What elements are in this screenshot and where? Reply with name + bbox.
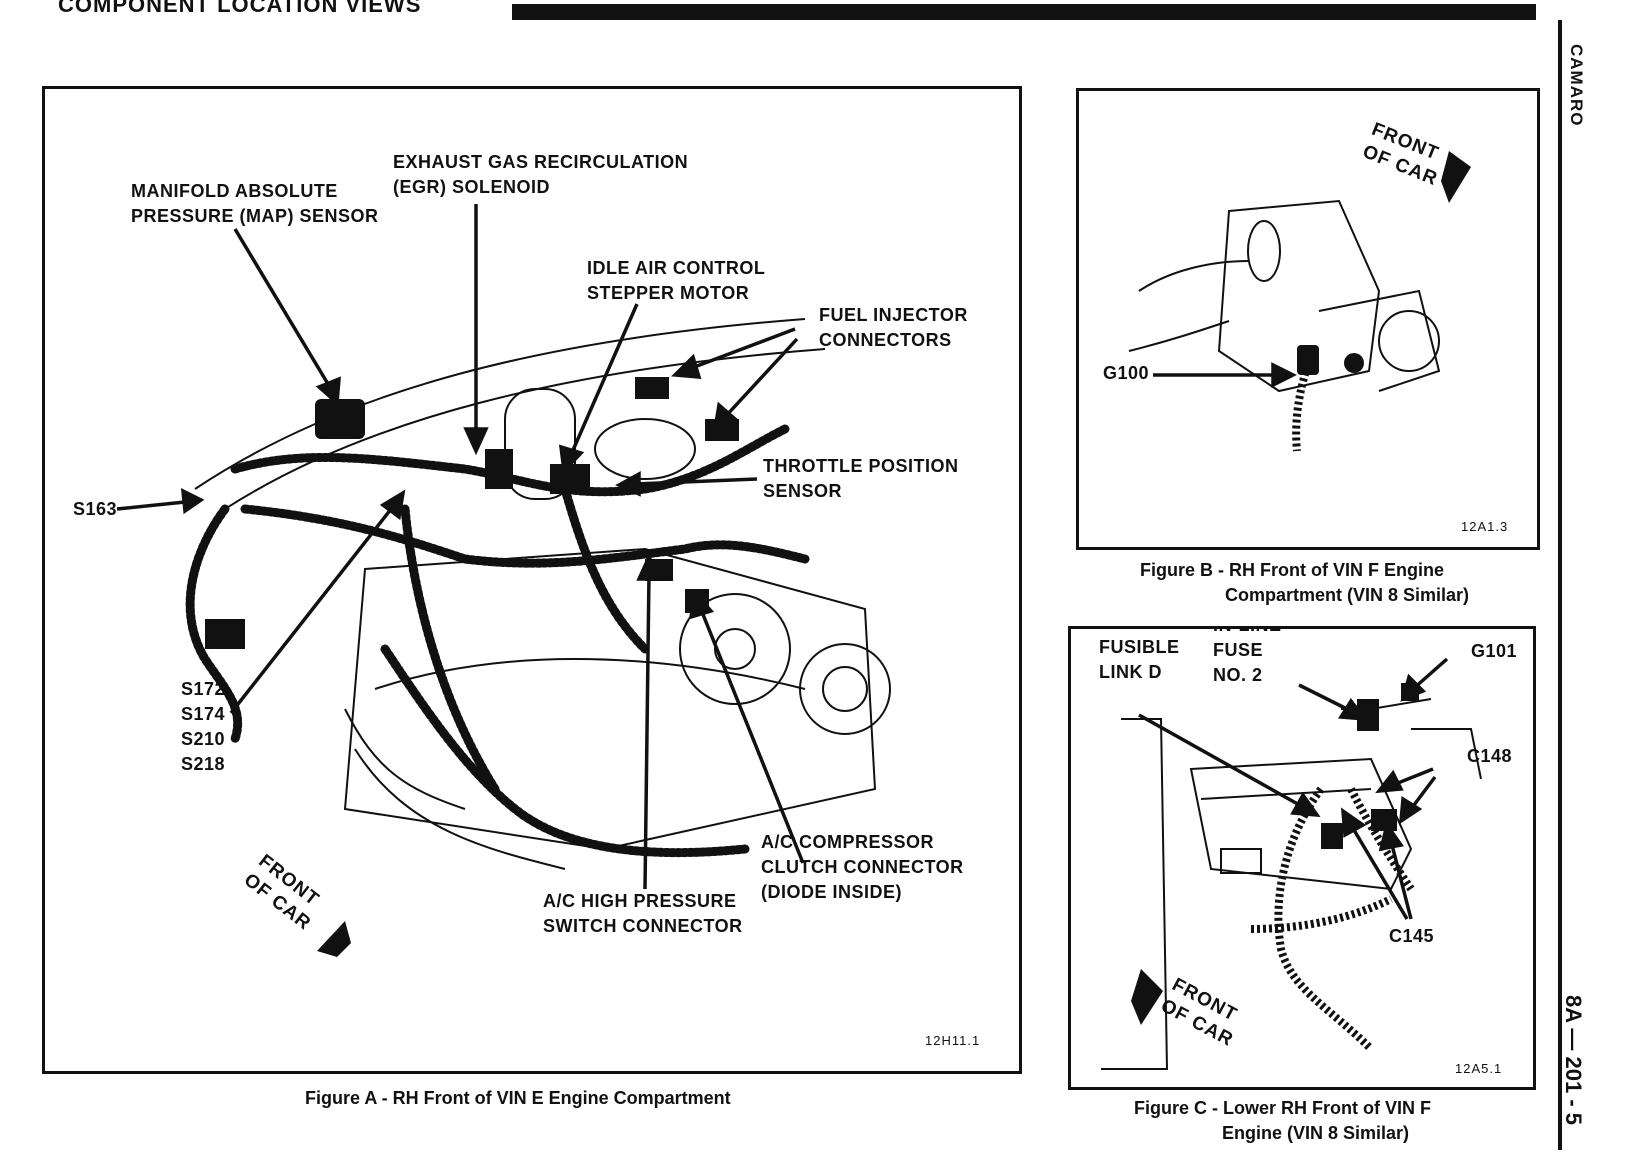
figure-c-front-arrow-icon bbox=[1131, 969, 1163, 1025]
figure-c-code: 12A5.1 bbox=[1455, 1061, 1503, 1076]
figure-b-illustration bbox=[1128, 151, 1471, 452]
header-rule bbox=[512, 4, 1536, 20]
figure-c-caption: Figure C - Lower RH Front of VIN F Engin… bbox=[1134, 1098, 1431, 1143]
figure-a-front-arrow-icon bbox=[317, 921, 351, 957]
figure-b-caption: Figure B - RH Front of VIN F Engine Comp… bbox=[1140, 560, 1470, 605]
label-inline-fuse: IN-LINEFUSE NO. 2 bbox=[1213, 629, 1281, 685]
label-g100: G100 bbox=[1103, 363, 1150, 383]
side-model-label: CAMARO bbox=[1567, 44, 1586, 127]
label-s163: S163 bbox=[73, 499, 118, 519]
figure-a-code: 12H11.1 bbox=[925, 1033, 981, 1048]
figure-b-front-arrow-icon bbox=[1441, 151, 1471, 203]
figure-a-caption: Figure A - RH Front of VIN E Engine Comp… bbox=[305, 1088, 731, 1108]
label-c145: C145 bbox=[1389, 926, 1435, 946]
figure-a-illustration bbox=[116, 204, 891, 957]
page-number: 8A — 201 - 5 bbox=[1561, 995, 1586, 1126]
label-g101: G101 bbox=[1471, 641, 1518, 661]
side-rule bbox=[1558, 20, 1562, 1150]
label-egr-solenoid: EXHAUST GAS RECIRCULATION(EGR) SOLENOID bbox=[393, 152, 689, 197]
page-header-title: COMPONENT LOCATION VIEWS bbox=[58, 0, 422, 17]
figure-b-code: 12A1.3 bbox=[1461, 519, 1509, 534]
label-c148: C148 bbox=[1467, 746, 1513, 766]
figure-c-illustration bbox=[1101, 657, 1482, 1070]
